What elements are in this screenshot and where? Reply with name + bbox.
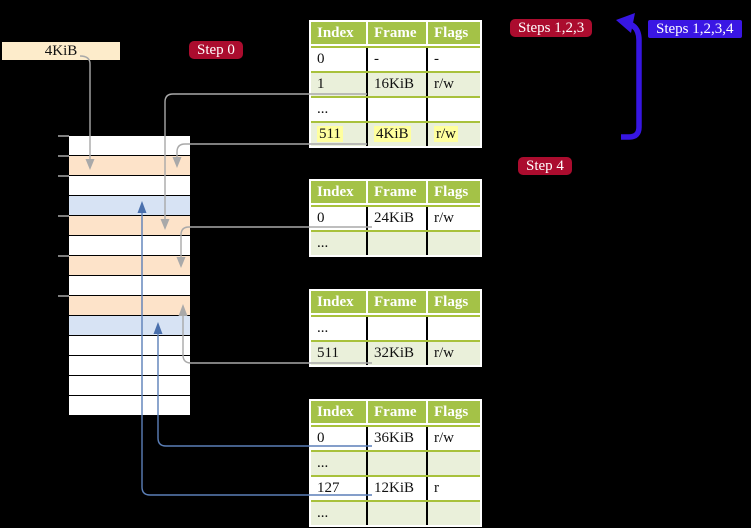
table-row: ... xyxy=(311,500,480,525)
memory-tick xyxy=(58,175,69,177)
table-header-row: Index Frame Flags xyxy=(311,181,480,205)
page-table-level-1: Index Frame Flags 0 36KiB r/w ... 127 12… xyxy=(309,399,482,527)
page-table-level-4: Index Frame Flags 0 - - 1 16KiB r/w ... … xyxy=(309,20,482,148)
memory-frame-row-peach xyxy=(69,256,190,275)
col-header-index: Index xyxy=(311,181,368,203)
memory-tick xyxy=(58,295,69,297)
col-header-index: Index xyxy=(311,22,368,44)
table-row: 0 36KiB r/w xyxy=(311,425,480,450)
col-header-index: Index xyxy=(311,291,368,313)
memory-frame-row-white xyxy=(69,136,190,155)
col-header-index: Index xyxy=(311,401,368,423)
table-header-row: Index Frame Flags xyxy=(311,291,480,315)
table-row: 127 12KiB r xyxy=(311,475,480,500)
arrowhead-upleft-icon xyxy=(616,13,635,33)
badge-step-4: Step 4 xyxy=(518,157,572,175)
col-header-flags: Flags xyxy=(428,401,480,423)
page-table-level-3: Index Frame Flags 0 24KiB r/w ... xyxy=(309,179,482,257)
badge-steps-1-2-3-4: Steps 1,2,3,4 xyxy=(648,20,742,38)
memory-tick xyxy=(58,155,69,157)
memory-frame-row-blue xyxy=(69,316,190,335)
badge-step-0: Step 0 xyxy=(189,41,243,59)
memory-frame-row-peach xyxy=(69,296,190,315)
memory-frame-row-white xyxy=(69,176,190,195)
page-table-level-2: Index Frame Flags ... 511 32KiB r/w xyxy=(309,289,482,367)
memory-tick xyxy=(58,135,69,137)
memory-frame-row-white xyxy=(69,336,190,355)
table-row: ... xyxy=(311,315,480,340)
table-row: 0 - - xyxy=(311,46,480,71)
col-header-frame: Frame xyxy=(368,22,428,44)
table-row: ... xyxy=(311,96,480,121)
memory-frame-row-white xyxy=(69,236,190,255)
table-row: 0 24KiB r/w xyxy=(311,205,480,230)
memory-tick xyxy=(58,215,69,217)
table-row: ... xyxy=(311,450,480,475)
memory-frame-row-peach xyxy=(69,216,190,235)
root-table-address-box: 4KiB xyxy=(2,42,120,60)
memory-strip xyxy=(69,136,190,416)
memory-frame-row-white xyxy=(69,356,190,375)
table-row: ... xyxy=(311,230,480,255)
memory-tick xyxy=(58,255,69,257)
memory-frame-row-white xyxy=(69,276,190,295)
col-header-frame: Frame xyxy=(368,181,428,203)
table-header-row: Index Frame Flags xyxy=(311,22,480,46)
recursive-loop-arrow xyxy=(616,13,642,140)
badge-steps-1-2-3: Steps 1,2,3 xyxy=(510,19,593,37)
table-row-recursive-entry: 511 4KiB r/w xyxy=(311,121,480,146)
table-header-row: Index Frame Flags xyxy=(311,401,480,425)
col-header-flags: Flags xyxy=(428,291,480,313)
memory-frame-row-peach xyxy=(69,156,190,175)
col-header-flags: Flags xyxy=(428,181,480,203)
table-row: 1 16KiB r/w xyxy=(311,71,480,96)
memory-frame-row-white xyxy=(69,376,190,395)
col-header-flags: Flags xyxy=(428,22,480,44)
table-row: 511 32KiB r/w xyxy=(311,340,480,365)
memory-frame-row-blue xyxy=(69,196,190,215)
col-header-frame: Frame xyxy=(368,401,428,423)
col-header-frame: Frame xyxy=(368,291,428,313)
memory-frame-row-white xyxy=(69,396,190,415)
